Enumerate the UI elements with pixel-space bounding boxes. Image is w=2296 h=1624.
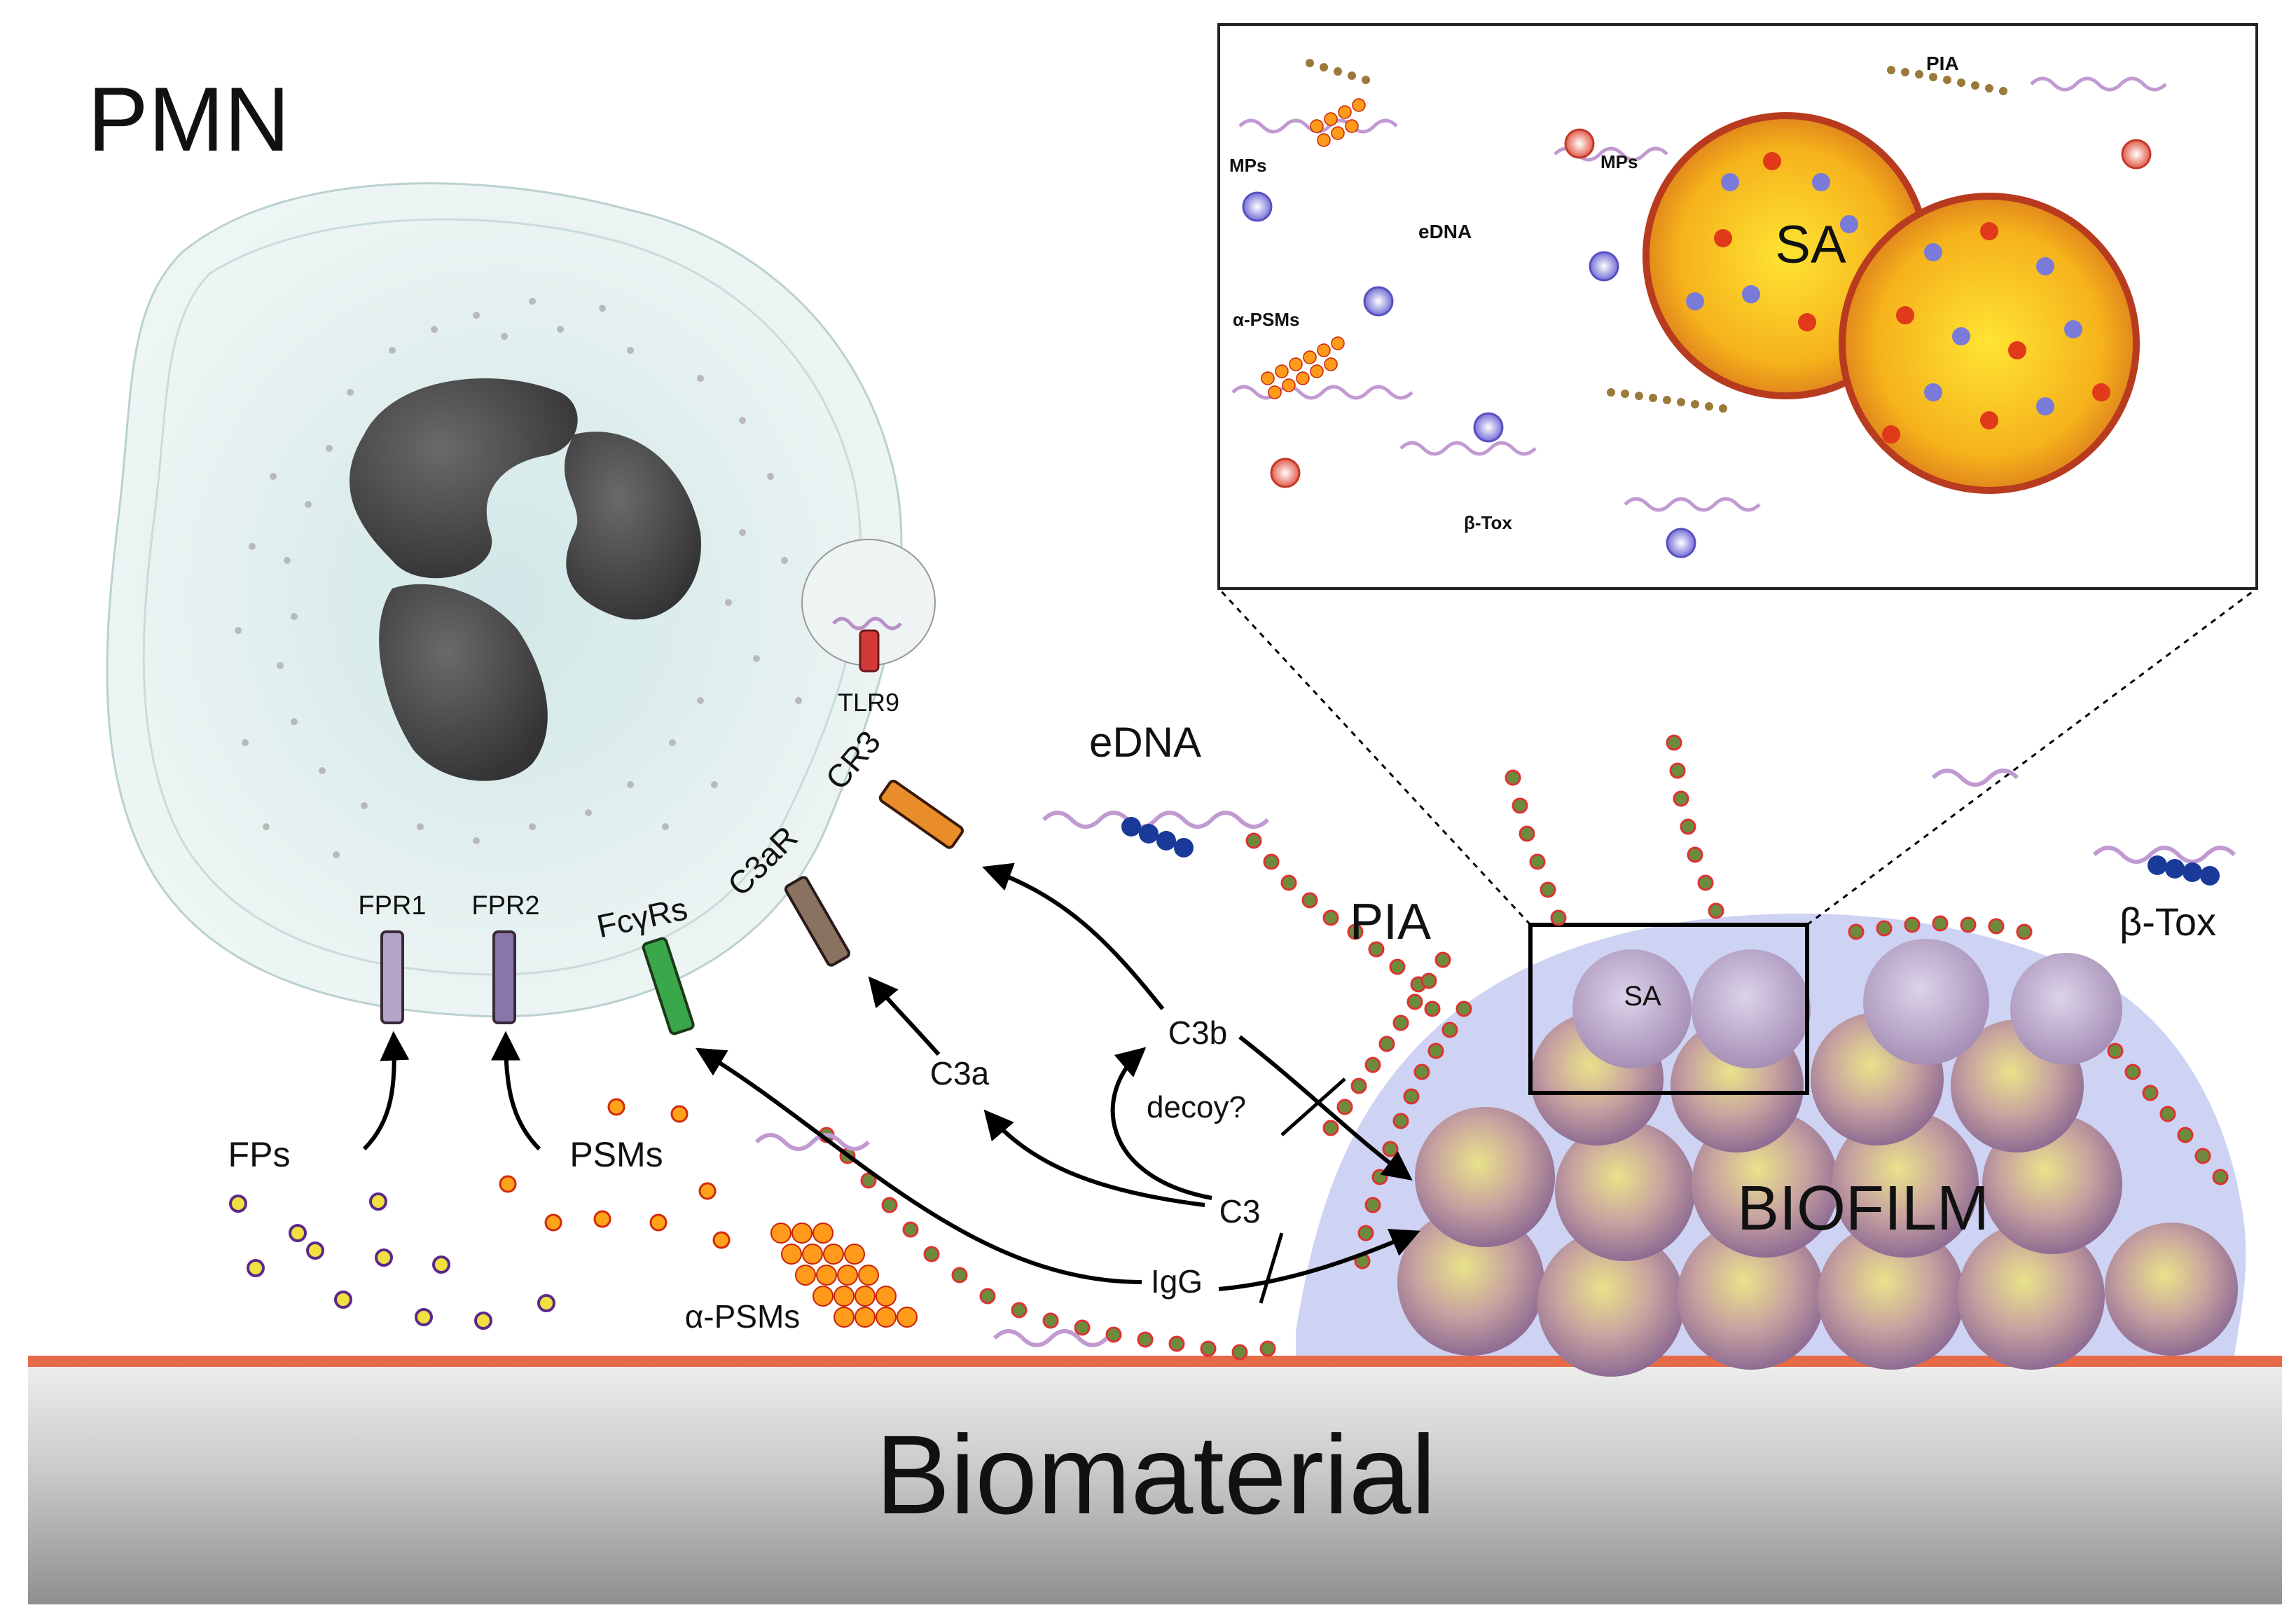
pia-chain <box>1666 734 1724 919</box>
pmn-label: PMN <box>88 68 290 170</box>
edna-label: eDNA <box>1089 719 1201 766</box>
c3b-label: C3b <box>1168 1014 1227 1051</box>
c3-label: C3 <box>1219 1193 1261 1230</box>
inset-mp <box>1363 286 1394 317</box>
fpr2-receptor <box>492 930 516 1024</box>
btox-label: β-Tox <box>2119 900 2216 944</box>
inset-mp <box>1589 251 1619 282</box>
decoy-label: decoy? <box>1147 1090 1246 1124</box>
psms-to-fpr2-arrow <box>491 1031 541 1151</box>
biomaterial-label: Biomaterial <box>876 1412 1436 1537</box>
psms-label: PSMs <box>569 1135 663 1174</box>
edna-strand <box>2092 846 2236 864</box>
inset-mp <box>1270 457 1301 488</box>
tlr9-label: TLR9 <box>838 688 899 717</box>
fpr1-receptor <box>380 930 404 1024</box>
inset-edna-label: eDNA <box>1418 221 1472 242</box>
fps-particles <box>229 1192 555 1330</box>
pia-chain <box>818 1127 1276 1361</box>
inset-sa-label: SA <box>1775 215 1846 275</box>
inset-mp <box>1666 528 1696 558</box>
c3a-to-c3ar-arrow <box>868 976 941 1056</box>
c3b-block-bar <box>1280 1078 1346 1136</box>
edna-strand <box>993 1329 1109 1347</box>
inset-edna-strand <box>2030 76 2167 92</box>
cr3-receptor <box>878 779 964 849</box>
psms-particles <box>499 1098 731 1249</box>
fps-to-fpr1-arrow <box>362 1031 410 1151</box>
pia-chains <box>818 734 2229 1361</box>
inset-apsms-label: α-PSMs <box>1233 309 1299 330</box>
igg-to-fcgr-arrow <box>695 1047 1142 1284</box>
inset-edna-strand <box>1231 385 1413 400</box>
inset-mp <box>1473 412 1504 443</box>
inset-mp <box>1242 191 1273 222</box>
pia-chain <box>2107 1042 2229 1185</box>
inset-mp <box>2121 139 2152 170</box>
pia-chain <box>1848 915 2033 940</box>
biofilm-cells <box>1397 939 2238 1377</box>
fcgr-receptor <box>642 937 695 1035</box>
inset-mps-center-label: MPs <box>1600 151 1638 172</box>
c3b-to-biofilm-arrow <box>1238 1035 1413 1181</box>
edna-strands <box>754 769 2236 1347</box>
pia-label: PIA <box>1350 894 1431 950</box>
btox-cluster <box>1121 817 2220 886</box>
zoom-box <box>1528 923 1809 1095</box>
pmn-cell: TLR9 PMN <box>88 68 936 1018</box>
inset-btox-label: β-Tox <box>1464 512 1512 533</box>
pia-chain <box>1505 769 1567 926</box>
apsms-label: α-PSMs <box>685 1298 801 1335</box>
inset-panel: SA <box>1217 23 2258 590</box>
inset-apsms <box>1261 98 1366 399</box>
inset-pia-strings <box>1306 59 2007 413</box>
fps-label: FPs <box>228 1135 291 1174</box>
edna-strand <box>1931 769 2019 787</box>
biofilm-label: BIOFILM <box>1737 1174 1989 1244</box>
biomaterial-layer: Biomaterial <box>28 1356 2282 1604</box>
tlr9-receptor <box>859 629 880 673</box>
edna-strand <box>754 1133 871 1151</box>
inset-sa-cell <box>1839 193 2140 494</box>
fpr1-label: FPR1 <box>358 891 426 921</box>
c3ar-receptor <box>784 876 851 967</box>
inset-mp <box>1564 128 1595 159</box>
fpr2-label: FPR2 <box>471 891 539 921</box>
pathway-arrows <box>362 862 1420 1291</box>
sa-label: SA <box>1624 981 1661 1012</box>
edna-strand <box>1042 811 1270 829</box>
c3a-label: C3a <box>930 1055 990 1092</box>
c3b-to-cr3-arrow <box>982 862 1165 1010</box>
c3-to-c3a-arrow <box>983 1109 1205 1207</box>
inset-edna-strands <box>1231 76 2167 512</box>
inset-mps-left-label: MPs <box>1229 155 1266 176</box>
apsms-aggregate <box>770 1223 918 1328</box>
igg-to-biofilm-arrow <box>1218 1228 1420 1291</box>
pia-chain <box>1245 832 1441 1017</box>
igg-block-bar <box>1259 1232 1284 1304</box>
inset-edna-strand <box>1399 441 1537 456</box>
inset-edna-strand <box>1624 497 1761 512</box>
pia-chain <box>1322 951 1451 1136</box>
igg-label: IgG <box>1151 1263 1203 1300</box>
inset-surface-dots <box>1686 152 2110 443</box>
inset-pia-label: PIA <box>1926 53 1959 74</box>
biofilm: BIOFILM SA <box>1217 587 2257 1377</box>
c3-to-c3b-arrow <box>1110 1047 1212 1200</box>
